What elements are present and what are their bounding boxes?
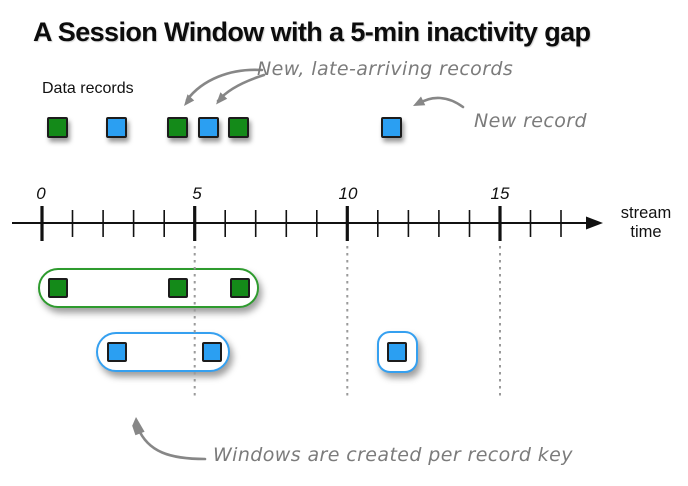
record-square-blue (202, 342, 222, 362)
record-square-blue (106, 117, 127, 138)
record-square-green (168, 278, 188, 298)
axis-caption: stream time (604, 204, 688, 242)
late-records-arrow-1 (185, 68, 264, 102)
annotation-arrowheads (132, 92, 426, 436)
axis-caption-line2: time (630, 223, 662, 241)
minor-ticks (71, 210, 562, 237)
late-records-arrowhead-2-icon (216, 92, 228, 105)
record-square-green (228, 117, 249, 138)
record-square-blue-new (381, 117, 402, 138)
per-key-arrow (136, 426, 207, 461)
record-square-green (230, 278, 250, 298)
axis-caption-line1: stream (620, 204, 672, 222)
record-square-blue (107, 342, 127, 362)
record-square-green-late (167, 117, 188, 138)
session-window-green-key (38, 268, 259, 308)
per-key-arrowhead-icon (132, 417, 145, 436)
axis-tick-label-10: 10 (338, 184, 358, 203)
late-records-arrowhead-1-icon (184, 94, 195, 106)
new-record-arrowhead-icon (413, 96, 426, 106)
axis-tick-label-5: 5 (192, 184, 202, 203)
data-records-label: Data records (42, 80, 134, 97)
record-square-blue (387, 342, 407, 362)
late-records-note: New, late-arriving records (257, 58, 514, 80)
session-window-blue-key-single (377, 331, 418, 373)
record-square-green (47, 117, 68, 138)
axis-tick-label-0: 0 (36, 184, 46, 203)
record-square-green (48, 278, 68, 298)
record-square-blue-late (198, 117, 219, 138)
session-window-blue-key (96, 332, 230, 372)
new-record-note: New record (474, 110, 587, 132)
per-key-note: Windows are created per record key (213, 444, 573, 466)
diagram-title: A Session Window with a 5-min inactivity… (33, 17, 591, 47)
axis-arrowhead-icon (586, 216, 603, 230)
timeline-axis (12, 206, 589, 241)
new-record-arrow (416, 96, 465, 109)
axis-tick-label-15: 15 (490, 184, 510, 203)
